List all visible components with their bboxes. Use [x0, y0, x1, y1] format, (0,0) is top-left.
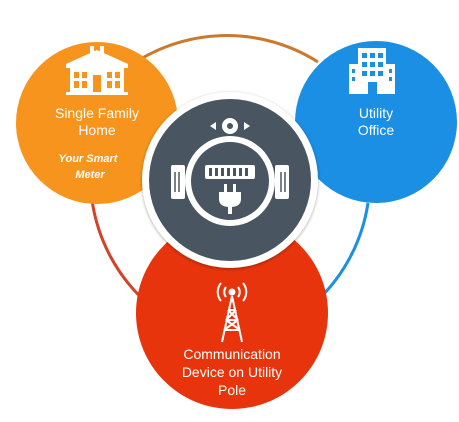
- office-label-line2: Office: [358, 122, 395, 138]
- radio-tower-icon: [216, 282, 248, 343]
- office-circle: [295, 41, 457, 203]
- smart-meter-node: [142, 92, 318, 268]
- pole-label-line3: Pole: [218, 382, 246, 398]
- office-label-line1: Utility: [359, 105, 393, 121]
- home-label-line2: Home: [78, 122, 116, 138]
- office-node: Utility Office: [295, 41, 457, 203]
- home-node: Single Family Home Your Smart Meter: [16, 42, 178, 204]
- smart-meter-plug-icon: [171, 118, 289, 226]
- home-circle: [16, 42, 178, 204]
- home-sub-line1: Your Smart: [59, 153, 119, 165]
- house-icon: [66, 46, 128, 95]
- pole-label-line2: Device on Utility: [182, 364, 282, 380]
- pole-node: Communication Device on Utility Pole: [136, 217, 328, 409]
- office-building-icon: [349, 48, 395, 94]
- home-sub-line2: Meter: [75, 169, 105, 181]
- pole-label-line1: Communication: [183, 346, 280, 362]
- home-label-line1: Single Family: [55, 105, 139, 121]
